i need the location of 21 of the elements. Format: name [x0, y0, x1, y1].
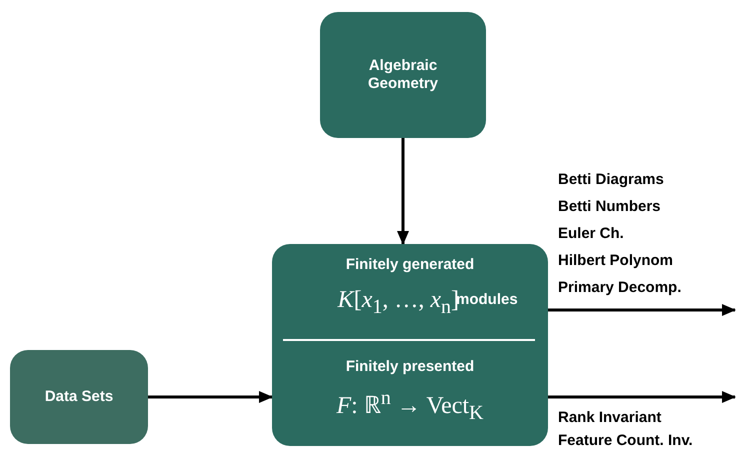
process-box	[10, 350, 148, 444]
output-label: Rank Invariant	[558, 409, 662, 427]
output-label: Euler Ch.	[558, 225, 624, 243]
output-label: Feature Count. Inv.	[558, 432, 693, 450]
arrow	[548, 304, 736, 316]
arrow	[397, 138, 409, 245]
arrow	[548, 391, 736, 403]
output-label: Betti Numbers	[558, 198, 661, 216]
output-label: Hilbert Polynom	[558, 252, 674, 270]
node-label: modules	[456, 291, 518, 308]
output-label: Betti Diagrams	[558, 171, 664, 189]
math-formula: F: ℝ$^{n}$ → Vect$_{K}$	[336, 386, 484, 426]
node-label: Finitely generated	[346, 256, 474, 274]
node-label: Data Sets	[44, 388, 114, 406]
math-formula: K[x$_{1}$, …, x$_{n}$]	[338, 286, 459, 320]
node-label: Algebraic Geometry	[366, 57, 440, 93]
node-label: Finitely presented	[346, 358, 474, 376]
arrow	[148, 391, 273, 403]
process-box	[320, 12, 486, 138]
output-label: Primary Decomp.	[558, 279, 682, 297]
process-box	[272, 244, 548, 446]
